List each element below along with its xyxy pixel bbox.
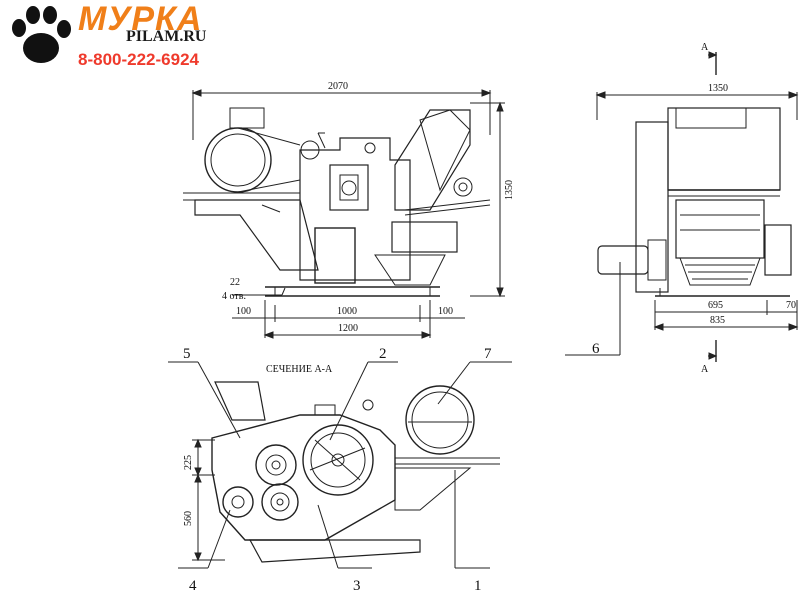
dim-side-base: 835: [710, 315, 725, 326]
callout-6: 6: [592, 341, 600, 357]
dim-span: 1000: [337, 306, 357, 317]
front-view: [183, 89, 505, 339]
dim-holes-note: 4 отв.: [222, 291, 246, 302]
dim-height: 1350: [504, 180, 515, 200]
dim-holes-count: 22: [230, 277, 240, 288]
dim-side-offset: 70: [786, 300, 796, 311]
side-view: [565, 51, 799, 362]
dim-offset-left: 100: [236, 306, 251, 317]
section-marker-top: А: [701, 42, 709, 53]
callout-2: 2: [379, 346, 387, 362]
section-title: СЕЧЕНИЕ А-А: [266, 364, 333, 375]
dim-offset-right: 100: [438, 306, 453, 317]
dim-side-inner: 695: [708, 300, 723, 311]
dim-total-width: 2070: [328, 81, 348, 92]
dim-base-width: 1200: [338, 323, 358, 334]
section-view: [168, 361, 512, 569]
brand-phone: 8-800-222-6924: [78, 50, 199, 69]
dim-section-lower: 560: [183, 511, 194, 526]
callout-3: 3: [353, 578, 361, 594]
dim-side-width: 1350: [708, 83, 728, 94]
dim-section-upper: 225: [183, 455, 194, 470]
callout-4: 4: [189, 578, 197, 594]
brand-name: МУРКА: [78, 0, 203, 38]
callout-7: 7: [484, 346, 492, 362]
callout-5: 5: [183, 346, 191, 362]
callout-1: 1: [474, 578, 482, 594]
paw-print-icon: [12, 6, 71, 63]
brand-site: PILAM.RU: [126, 28, 207, 45]
section-marker-bottom: А: [701, 364, 709, 375]
